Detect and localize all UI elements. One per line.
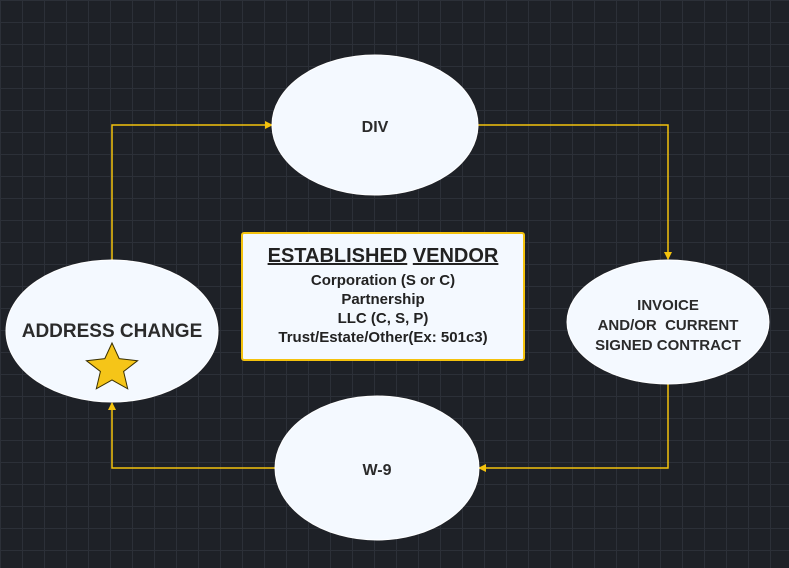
node-div[interactable]: DIV xyxy=(271,54,479,196)
node-address-change-label: ADDRESS CHANGE xyxy=(22,321,203,342)
connector-address-to-div xyxy=(111,121,273,260)
node-div-label: DIV xyxy=(362,119,389,136)
connector-div-to-invoice xyxy=(478,124,672,260)
node-w9-label: W-9 xyxy=(362,462,391,479)
vendor-type-partnership: Partnership xyxy=(341,291,425,308)
vendor-type-llc: LLC (C, S, P) xyxy=(337,310,429,327)
node-invoice-line-1: INVOICE xyxy=(637,297,699,314)
vendor-type-trust: Trust/Estate/Other(Ex: 501c3) xyxy=(278,329,488,346)
node-invoice-line-3: SIGNED CONTRACT xyxy=(595,337,741,354)
node-address-change[interactable]: ADDRESS CHANGE xyxy=(5,259,219,403)
established-vendor-title: ESTABLISHED VENDOR xyxy=(243,244,523,268)
title-vendor: VENDOR xyxy=(412,245,499,267)
node-invoice[interactable]: INVOICE AND/OR CURRENT SIGNED CONTRACT xyxy=(566,259,770,385)
established-vendor-box: ESTABLISHED VENDOR Corporation (S or C) … xyxy=(241,232,525,361)
vendor-type-corporation: Corporation (S or C) xyxy=(310,272,456,289)
title-established: ESTABLISHED xyxy=(267,245,408,267)
connector-invoice-to-w9 xyxy=(478,384,669,472)
node-w9[interactable]: W-9 xyxy=(274,395,480,541)
node-invoice-line-2: AND/OR CURRENT xyxy=(598,317,739,334)
star-icon xyxy=(85,341,139,390)
connector-w9-to-address xyxy=(108,402,276,469)
